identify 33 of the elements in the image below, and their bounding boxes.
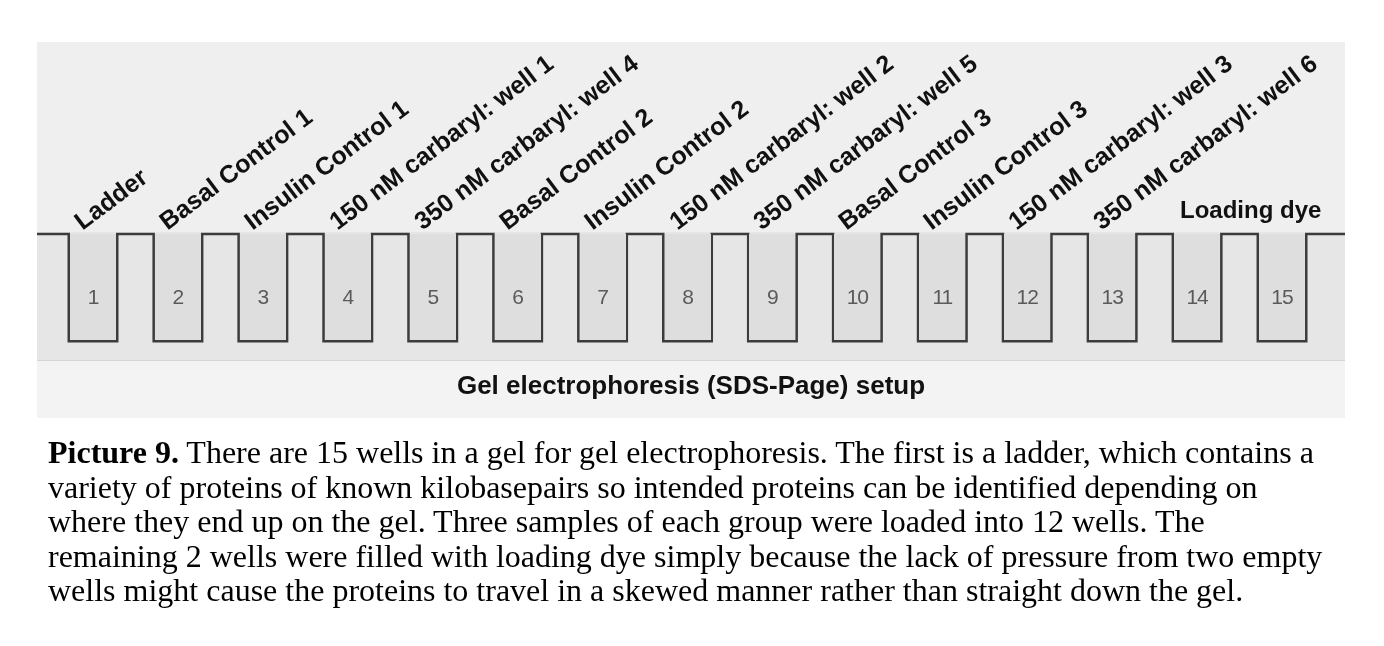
well-number: 10 <box>846 286 869 307</box>
gel-well <box>919 234 966 340</box>
gel-well <box>1004 234 1051 340</box>
gel-well <box>494 234 541 340</box>
well-number: 7 <box>597 286 608 307</box>
gel-well <box>409 234 456 340</box>
gel-well <box>70 234 116 340</box>
gel-well <box>1174 234 1221 340</box>
well-number: 13 <box>1101 286 1123 307</box>
well-number: 8 <box>682 286 693 307</box>
diagram-title: Gel electrophoresis (SDS-Page) setup <box>456 372 926 398</box>
well-number: 11 <box>932 286 953 307</box>
lane-label: Loading dye <box>1180 198 1322 222</box>
well-number: 3 <box>257 286 269 307</box>
gel-well <box>664 234 711 340</box>
gel-well <box>324 234 371 340</box>
well-number: 1 <box>87 286 99 307</box>
well-number: 6 <box>512 286 523 307</box>
well-number: 4 <box>342 286 354 307</box>
well-number: 15 <box>1271 286 1293 307</box>
gel-well <box>1089 234 1136 340</box>
gel-well <box>239 234 286 340</box>
gel-well <box>579 234 626 340</box>
gel-well <box>154 234 201 340</box>
well-number: 9 <box>767 286 778 307</box>
well-number: 5 <box>427 286 439 307</box>
well-number: 12 <box>1016 286 1038 307</box>
gel-well <box>1259 234 1305 340</box>
well-number: 14 <box>1186 286 1208 307</box>
well-number: 2 <box>172 286 184 307</box>
gel-well <box>834 234 881 340</box>
figure-caption: Picture 9. There are 15 wells in a gel for gel electrophoresis. The first is a ladder, which contains a variety of proteins of known kilobasepairs so intended proteins can be identified depending on where they end up on the gel. Three samples of each group were loaded into 12 wells. The remaining 2 wells were filled with loading dye simply because the lack of pressure from two empty wells might cause the proteins to travel in a skewed manner rather than straight down the gel. <box>48 435 1324 608</box>
gel-well <box>749 234 796 340</box>
